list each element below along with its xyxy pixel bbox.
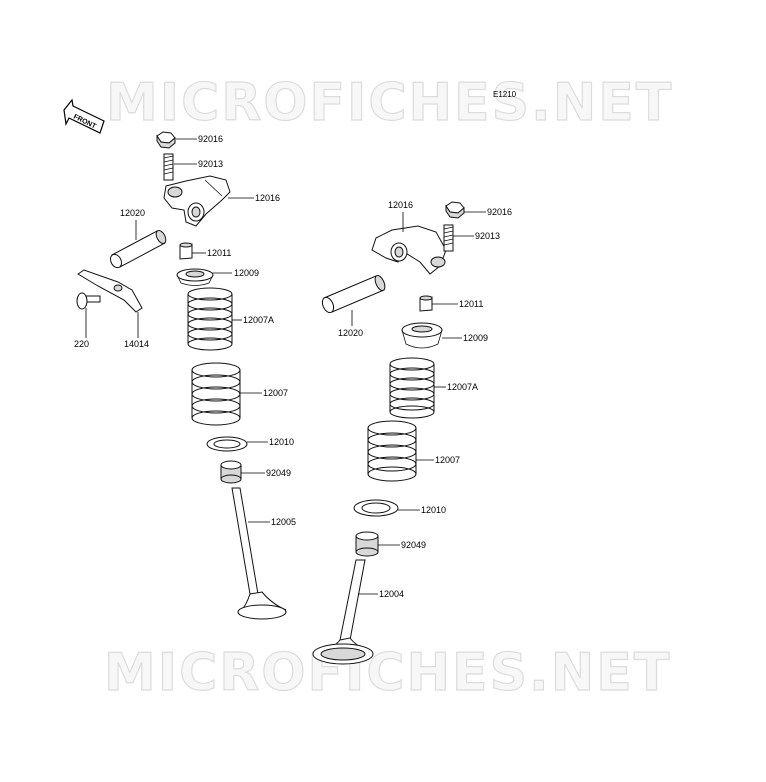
valve-12004 [312,559,374,665]
callout-12020-b: 12020 [338,328,363,338]
spring-12007A-b [389,357,435,419]
callout-12007A-a: 12007A [243,315,274,325]
retainer-12009-b [401,322,443,349]
front-arrow-icon: FRONT [63,98,105,134]
callout-12011-b: 12011 [459,299,483,309]
callout-12005: 12005 [271,517,296,527]
spring-12007A-a [187,287,233,351]
callout-220: 220 [74,339,89,349]
callout-12007A-b: 12007A [447,382,478,392]
watermark-top: MICROFICHES.NET [106,73,673,133]
shaft-12020-b [321,275,386,314]
spring-12007-b [367,420,417,482]
callout-92016-b: 92016 [487,207,512,217]
callout-92049-b: 92049 [401,540,426,550]
bolt-220 [76,292,101,310]
nut-92016-b [445,201,465,219]
callout-92013-a: 92013 [198,159,223,169]
leader-lines [85,138,486,595]
seal-92049-a [220,460,242,484]
washer-12010-b [353,499,399,517]
shaft-12020-a [109,230,167,269]
washer-12010-a [206,436,248,452]
callout-12004: 12004 [379,589,404,599]
callout-12016-a: 12016 [255,193,280,203]
callout-12016-b: 12016 [388,200,413,210]
callout-12007-b: 12007 [435,455,460,465]
callout-12011-a: 12011 [207,248,231,258]
callout-92016-a: 92016 [198,134,223,144]
seal-92049-b [355,531,379,557]
keeper-12011-a [179,242,193,260]
callout-12010-b: 12010 [421,505,446,515]
callout-12009-a: 12009 [234,268,259,278]
callout-12007-a: 12007 [263,388,288,398]
keeper-12011-b [419,295,433,312]
diagram-code: E1210 [493,90,517,99]
retainer-12009-a [176,268,214,286]
screw-92013-a [163,153,174,181]
callout-14014: 14014 [124,339,149,349]
plate-14014 [77,269,143,313]
watermark-bottom: MICROFICHES.NET [104,643,671,703]
valve-12005 [231,487,287,620]
nut-92016-a [156,131,176,149]
rocker-arm-12016-b [371,225,447,275]
spring-12007-a [191,362,241,426]
callout-12009-b: 12009 [463,333,488,343]
callout-12020-a: 12020 [120,208,145,218]
callout-92013-b: 92013 [475,231,500,241]
callout-92049-a: 92049 [266,468,291,478]
callout-12010-a: 12010 [269,437,294,447]
rocker-arm-12016-a [163,175,231,227]
screw-92013-b [443,224,454,252]
